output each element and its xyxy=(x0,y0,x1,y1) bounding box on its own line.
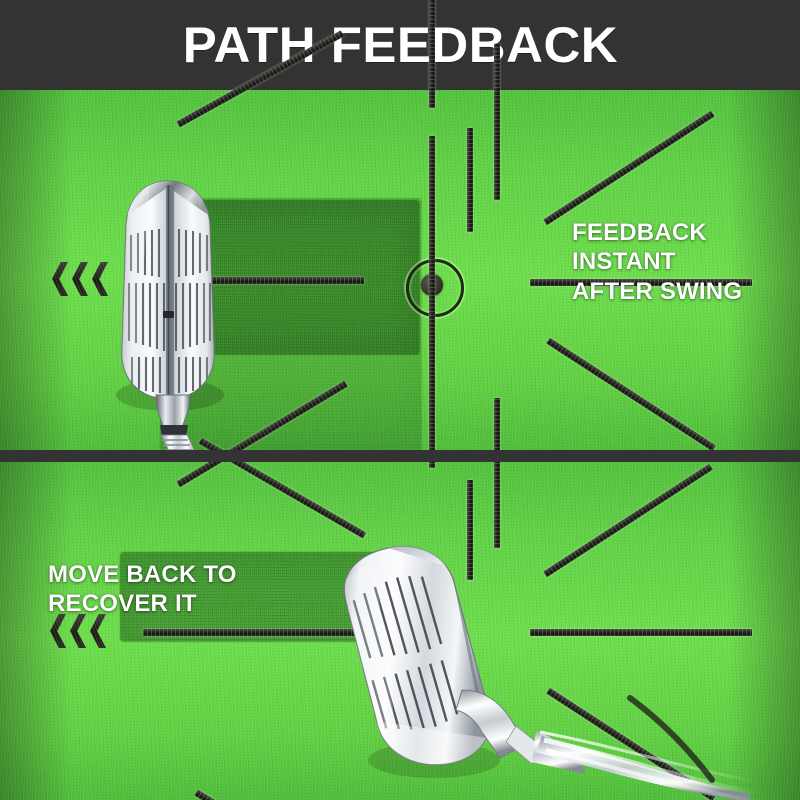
caption-move-back: MOVE BACK TO RECOVER IT xyxy=(48,561,237,618)
header-bar: PATH FEEDBACK xyxy=(0,0,800,90)
golf-club-icon-bottom xyxy=(330,540,800,800)
panel-divider xyxy=(0,450,800,462)
caption-feedback-instant: FEEDBACK INSTANT AFTER SWING xyxy=(572,219,743,305)
page-title: PATH FEEDBACK xyxy=(182,17,618,73)
golf-club-icon-top xyxy=(104,163,236,454)
